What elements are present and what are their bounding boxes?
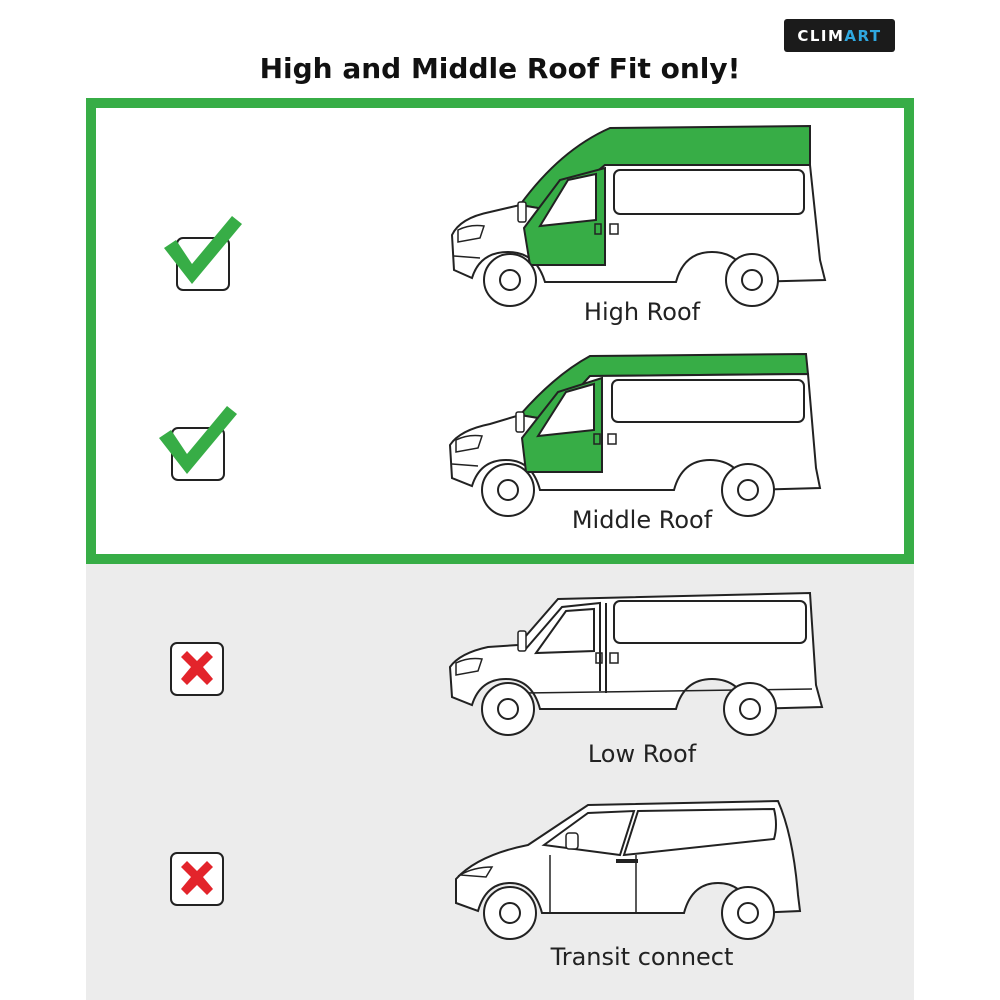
low-roof-van-illustration [448,591,824,736]
transit-connect-illustration [455,799,802,940]
high-roof-label: High Roof [583,298,701,326]
checkmark-icon [164,216,242,291]
middle-roof-label: Middle Roof [571,506,713,534]
transit-connect-label: Transit connect [550,943,734,971]
middle-roof-van-illustration [448,352,822,517]
low-roof-label: Low Roof [587,740,697,768]
high-roof-van-illustration [450,124,827,307]
page-title: High and Middle Roof Fit only! [259,52,741,85]
checkmark-icon [159,406,237,481]
cross-icon [170,852,224,906]
cross-icon [170,642,224,696]
logo-text-main: CLIM [797,26,845,45]
logo-text-accent: ART [844,26,882,45]
